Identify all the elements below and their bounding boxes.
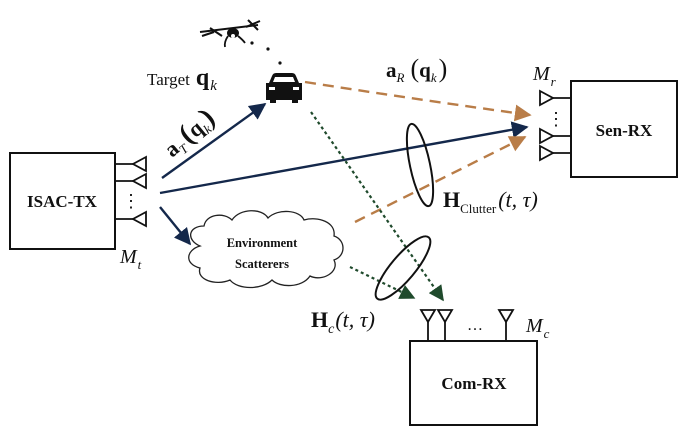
cloud-icon bbox=[188, 210, 344, 289]
isac-tx-label: ISAC-TX bbox=[27, 192, 98, 211]
link-target-to-com-rx bbox=[310, 111, 444, 302]
com-channel-ellipse bbox=[374, 235, 432, 301]
a-r-label: aR(qk) bbox=[386, 54, 447, 85]
tx-antenna-count: Mt bbox=[119, 246, 142, 272]
antenna-icon bbox=[115, 172, 147, 190]
com-rx-node: Com-RX … Mc bbox=[409, 309, 550, 426]
antenna-icon bbox=[115, 155, 147, 173]
links bbox=[159, 80, 532, 302]
tx-antenna-array: ⋮ bbox=[115, 155, 147, 228]
scatterers-label-line2: Scatterers bbox=[235, 257, 289, 271]
antenna-icon bbox=[539, 144, 571, 162]
isac-tx-node: ISAC-TX ⋮ Mt bbox=[9, 152, 147, 272]
com-rx-label: Com-RX bbox=[441, 374, 507, 393]
trajectory-dot bbox=[278, 61, 282, 65]
a-t-label: aT(qk) bbox=[157, 102, 222, 164]
h-clutter-label: HClutter(t, τ) bbox=[443, 187, 538, 216]
scatterers-node: Environment Scatterers bbox=[188, 210, 344, 289]
link-scatterers-to-sen-rx bbox=[354, 135, 527, 224]
clutter-channel-ellipse bbox=[405, 122, 435, 208]
antenna-icon bbox=[539, 89, 571, 107]
rx-antenna-count: Mr bbox=[532, 63, 557, 89]
sen-rx-node: Sen-RX ⋮ Mr bbox=[532, 63, 678, 178]
link-scatterers-to-com-rx bbox=[349, 266, 416, 299]
link-tx-to-sen-rx bbox=[159, 121, 529, 195]
trajectory-dot bbox=[266, 47, 270, 51]
rx-antenna-array: ⋮ bbox=[539, 89, 571, 162]
h-c-label: Hc(t, τ) bbox=[311, 307, 375, 337]
antenna-icon bbox=[419, 309, 437, 341]
car-icon bbox=[266, 73, 302, 103]
antenna-icon bbox=[539, 127, 571, 145]
antenna-icon bbox=[497, 309, 515, 341]
link-tx-to-target bbox=[161, 103, 267, 179]
sen-rx-box bbox=[570, 80, 678, 178]
isac-tx-box bbox=[9, 152, 116, 250]
rx-vdots: ⋮ bbox=[547, 109, 565, 129]
com-antenna-count: Mc bbox=[525, 315, 550, 341]
scatterers-label-line1: Environment bbox=[227, 236, 298, 250]
svg-text:aT(qk): aT(qk) bbox=[157, 102, 222, 164]
link-tx-to-scatterers bbox=[159, 206, 192, 246]
drone-icon bbox=[199, 19, 261, 48]
tx-vdots: ⋮ bbox=[122, 191, 140, 211]
com-rx-box bbox=[409, 340, 538, 426]
sen-rx-label: Sen-RX bbox=[596, 121, 653, 140]
antenna-icon bbox=[115, 210, 147, 228]
com-ellipsis: … bbox=[467, 317, 483, 334]
link-target-to-sen-rx bbox=[304, 80, 532, 122]
antenna-icon bbox=[436, 309, 454, 341]
com-antenna-array: … bbox=[419, 309, 515, 341]
